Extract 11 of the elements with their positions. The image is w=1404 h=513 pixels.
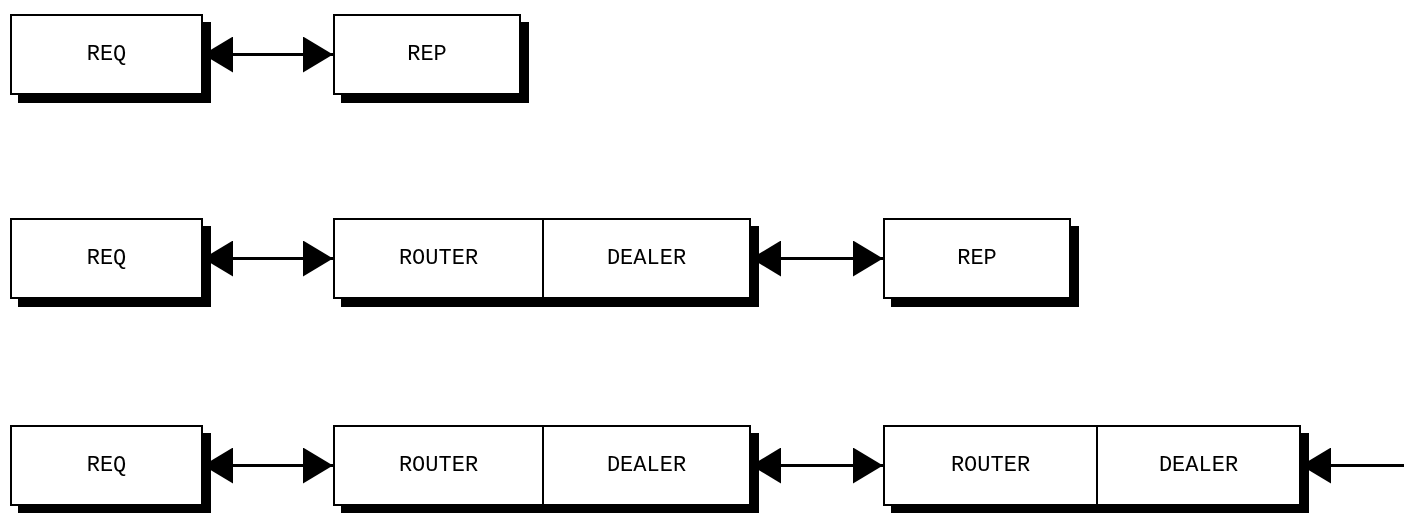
socket-label: REP bbox=[407, 42, 447, 67]
socket-label: ROUTER bbox=[398, 246, 479, 271]
socket-label: DEALER bbox=[606, 453, 687, 478]
socket-label: REQ bbox=[86, 246, 127, 271]
socket-label: REP bbox=[957, 246, 997, 271]
socket-label: REQ bbox=[86, 42, 127, 67]
socket-label: DEALER bbox=[1158, 453, 1239, 478]
socket-label: REQ bbox=[86, 453, 127, 478]
socket-label: DEALER bbox=[606, 246, 687, 271]
socket-label: ROUTER bbox=[950, 453, 1031, 478]
socket-label: ROUTER bbox=[398, 453, 479, 478]
